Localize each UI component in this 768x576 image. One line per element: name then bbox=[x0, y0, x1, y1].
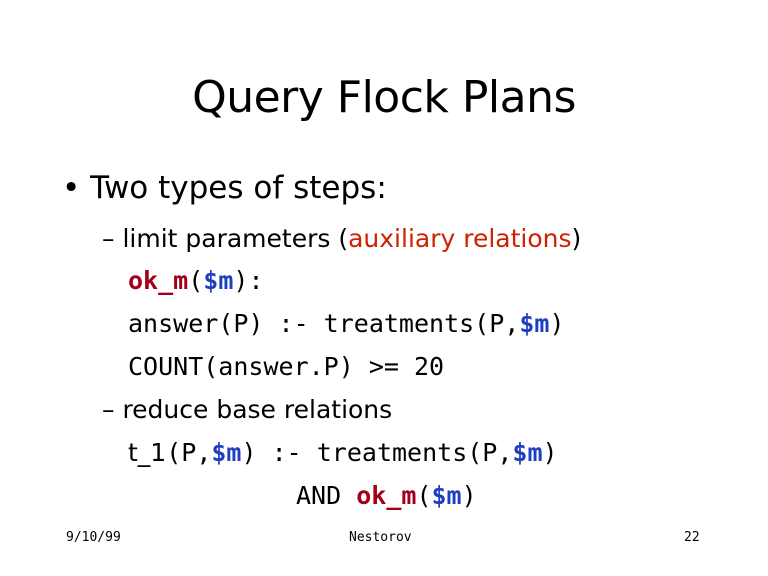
okm-name: ok_m bbox=[128, 266, 189, 295]
t1-param2: $m bbox=[512, 438, 543, 467]
t1-rule-text: ) :- treatments(P, bbox=[241, 438, 513, 467]
answer-close: ) bbox=[549, 309, 565, 338]
and-okm-name: ok_m bbox=[356, 481, 417, 510]
t1-rule: t_1(P,$m) :- treatments(P,$m) bbox=[128, 438, 558, 467]
and-param: $m bbox=[431, 481, 462, 510]
item1-suffix: ) bbox=[571, 224, 582, 253]
answer-rule-text: answer(P) :- treatments(P, bbox=[128, 309, 520, 338]
item-limit-parameters: – limit parameters (auxiliary relations) bbox=[102, 224, 581, 253]
answer-rule: answer(P) :- treatments(P,$m) bbox=[128, 309, 565, 338]
item1-highlight: auxiliary relations bbox=[348, 224, 572, 253]
footer-date: 9/10/99 bbox=[66, 530, 121, 545]
item1-prefix: – limit parameters ( bbox=[102, 224, 349, 253]
okm-open: ( bbox=[188, 266, 204, 295]
and-open: ( bbox=[416, 481, 432, 510]
footer-page-number: 22 bbox=[684, 530, 700, 545]
answer-param: $m bbox=[519, 309, 550, 338]
okm-declaration: ok_m($m): bbox=[128, 266, 264, 295]
and-close: ) bbox=[461, 481, 477, 510]
and-keyword: AND bbox=[296, 481, 357, 510]
item-reduce-base-relations: – reduce base relations bbox=[102, 395, 393, 424]
okm-close: ): bbox=[233, 266, 264, 295]
okm-param: $m bbox=[203, 266, 234, 295]
bullet-main: • Two types of steps: bbox=[62, 170, 387, 206]
t1-param: $m bbox=[211, 438, 242, 467]
count-line: COUNT(answer.P) >= 20 bbox=[128, 352, 445, 381]
t1-name: t_1 bbox=[128, 438, 167, 467]
slide-title: Query Flock Plans bbox=[192, 72, 576, 123]
t1-close: ) bbox=[542, 438, 558, 467]
t1-args-open: (P, bbox=[166, 438, 212, 467]
footer-author: Nestorov bbox=[349, 530, 412, 545]
and-okm-line: AND ok_m($m) bbox=[296, 481, 477, 510]
